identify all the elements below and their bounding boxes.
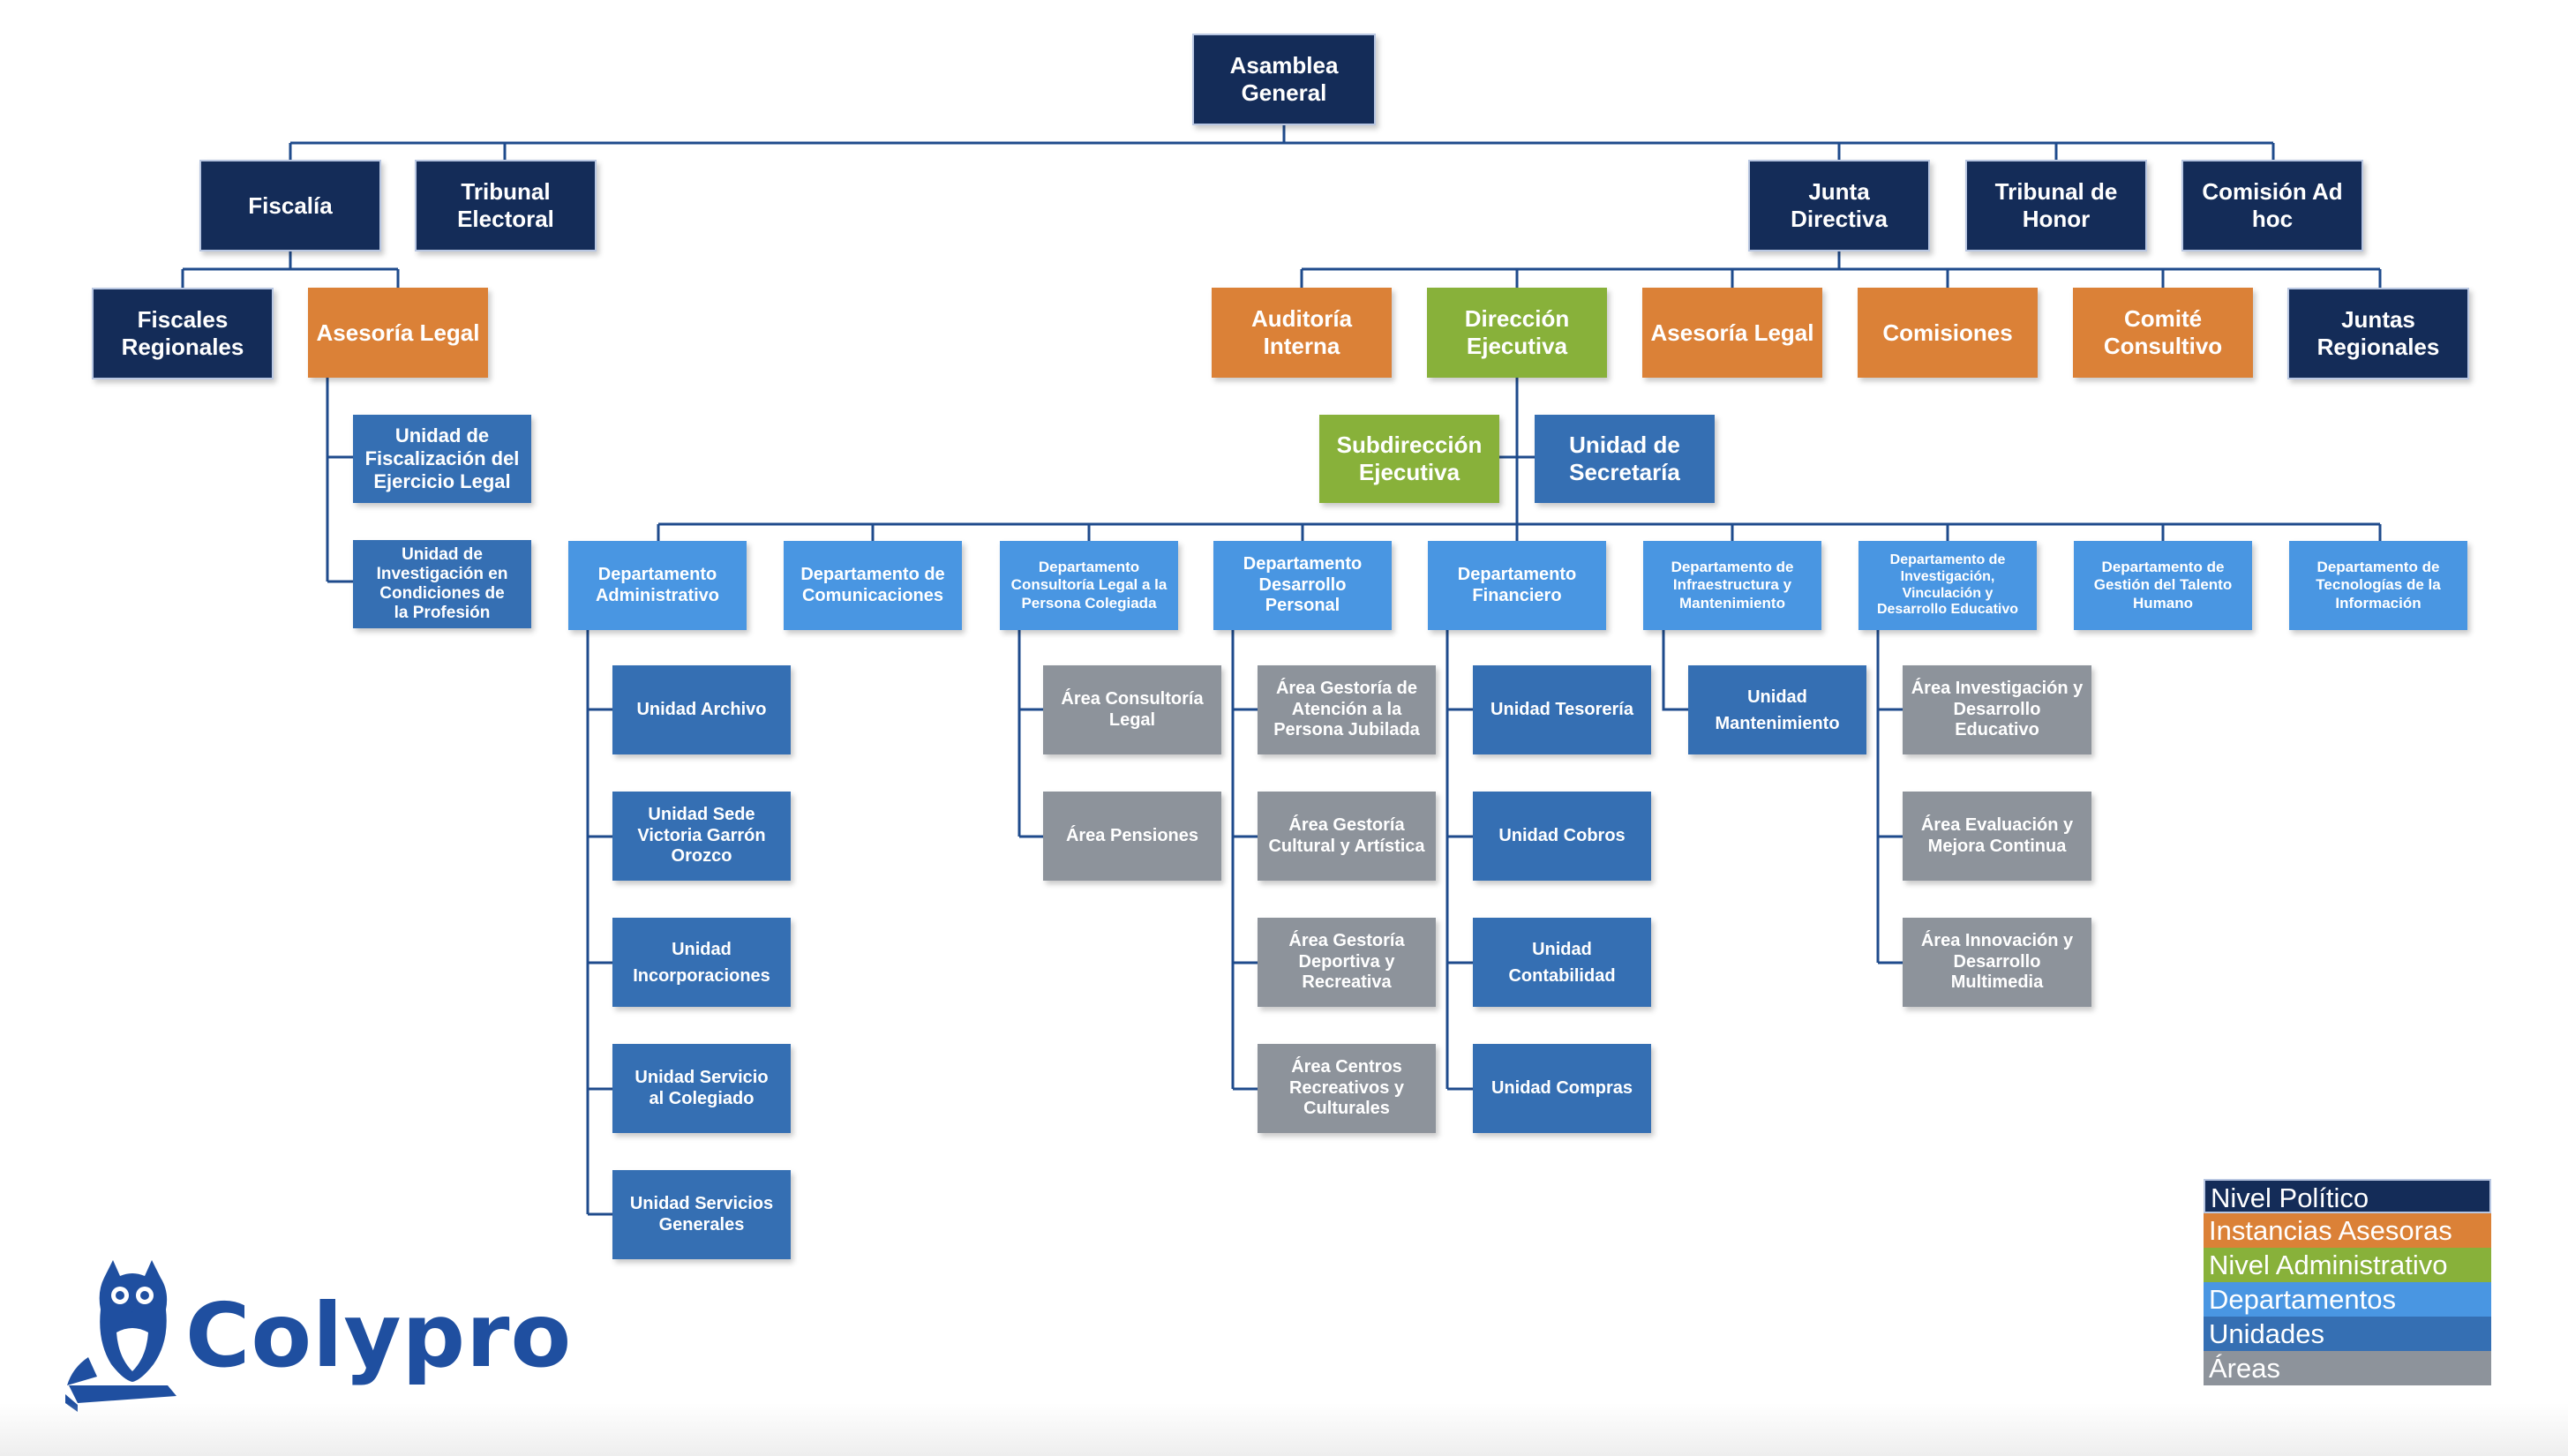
junta-directiva-box: Junta Directiva [1748,160,1930,251]
unidad-mantenimiento-box: Unidad Mantenimiento [1688,665,1866,754]
area-cultural-artistica-box: Área Gestoría Cultural y Artística [1258,792,1436,881]
area-centros-recreativos-box: Área Centros Recreativos y Culturales [1258,1044,1436,1133]
unidad-servicios-generales-box: Unidad Servicios Generales [612,1170,791,1259]
area-pensiones-box: Área Pensiones [1043,792,1221,881]
asesoria-legal-fiscalia-box: Asesoría Legal [308,288,488,378]
legend-nivel-administrativo: Nivel Administrativo [2204,1248,2491,1282]
asamblea-general-box: Asamblea General [1192,34,1376,125]
fiscales-regionales-box: Fiscales Regionales [92,288,274,379]
legend-instancias-asesoras: Instancias Asesoras [2204,1213,2491,1248]
unidad-contabilidad-box: Unidad Contabilidad [1473,918,1651,1007]
unidad-investigacion-box: Unidad de Investigación en Condiciones d… [353,540,531,628]
departamento-talento-humano-box: Departamento de Gestión del Talento Huma… [2074,541,2252,630]
legend-departamentos: Departamentos [2204,1282,2491,1317]
area-persona-jubilada-box: Área Gestoría de Atención a la Persona J… [1258,665,1436,754]
unidad-compras-box: Unidad Compras [1473,1044,1651,1133]
unidad-fiscalizacion-box: Unidad de Fiscalización del Ejercicio Le… [353,415,531,503]
legend-areas: Áreas [2204,1351,2491,1385]
fiscalia-box: Fiscalía [199,160,381,251]
departamento-tecnologias-box: Departamento de Tecnologías de la Inform… [2289,541,2467,630]
unidad-cobros-box: Unidad Cobros [1473,792,1651,881]
color-legend: Nivel Político Instancias Asesoras Nivel… [2204,1179,2491,1385]
departamento-investigacion-box: Departamento de Investigación, Vinculaci… [1858,541,2037,630]
bottom-shadow [0,1403,2568,1456]
asesoria-legal-junta-box: Asesoría Legal [1642,288,1822,378]
unidad-sede-victoria-box: Unidad Sede Victoria Garrón Orozco [612,792,791,881]
departamento-financiero-box: Departamento Financiero [1428,541,1606,630]
legend-nivel-politico: Nivel Político [2204,1179,2491,1213]
legend-unidades: Unidades [2204,1317,2491,1351]
juntas-regionales-box: Juntas Regionales [2287,288,2469,379]
comite-consultivo-box: Comité Consultivo [2073,288,2253,378]
area-consultoria-legal-box: Área Consultoría Legal [1043,665,1221,754]
direccion-ejecutiva-box: Dirección Ejecutiva [1427,288,1607,378]
auditoria-interna-box: Auditoría Interna [1212,288,1392,378]
departamento-comunicaciones-box: Departamento de Comunicaciones [784,541,962,630]
unidad-incorporaciones-box: Unidad Incorporaciones [612,918,791,1007]
unidad-servicio-colegiado-box: Unidad Servicio al Colegiado [612,1044,791,1133]
comision-ad-hoc-box: Comisión Ad hoc [2181,160,2363,251]
departamento-administrativo-box: Departamento Administrativo [568,541,747,630]
departamento-consultoria-box: Departamento Consultoría Legal a la Pers… [1000,541,1178,630]
tribunal-electoral-box: Tribunal Electoral [415,160,597,251]
area-deportiva-recreativa-box: Área Gestoría Deportiva y Recreativa [1258,918,1436,1007]
unidad-archivo-box: Unidad Archivo [612,665,791,754]
subdireccion-ejecutiva-box: Subdirección Ejecutiva [1319,415,1499,503]
tribunal-honor-box: Tribunal de Honor [1965,160,2147,251]
colypro-logo-text: Colypro [185,1284,573,1387]
departamento-infraestructura-box: Departamento de Infraestructura y Manten… [1643,541,1821,630]
departamento-desarrollo-personal-box: Departamento Desarrollo Personal [1213,541,1392,630]
area-evaluacion-mejora-box: Área Evaluación y Mejora Continua [1903,792,2091,881]
unidad-tesoreria-box: Unidad Tesorería [1473,665,1651,754]
comisiones-box: Comisiones [1858,288,2038,378]
area-investigacion-desarrollo-box: Área Investigación y Desarrollo Educativ… [1903,665,2091,754]
owl-on-book-icon [65,1260,176,1412]
area-innovacion-multimedia-box: Área Innovación y Desarrollo Multimedia [1903,918,2091,1007]
unidad-secretaria-box: Unidad de Secretaría [1535,415,1715,503]
